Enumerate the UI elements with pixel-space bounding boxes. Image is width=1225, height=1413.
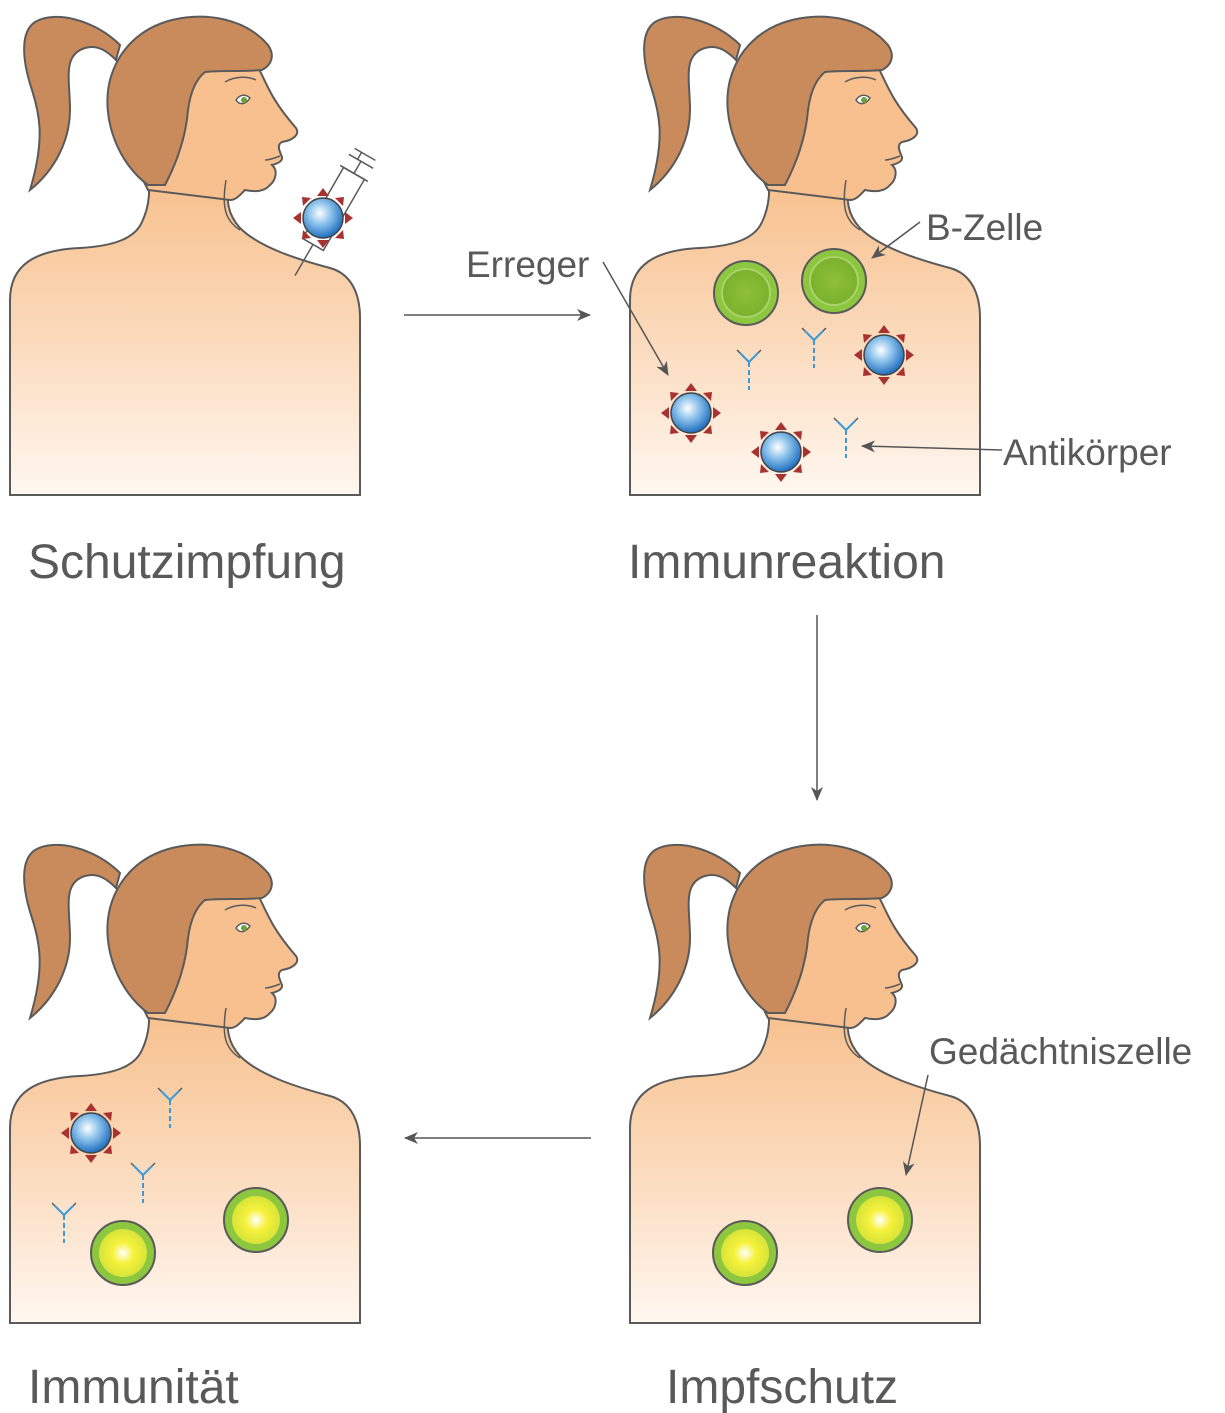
label-gedaechtniszelle: Gedächtniszelle — [929, 1031, 1192, 1072]
b-zelle-pointer — [871, 221, 921, 259]
b-cell — [713, 260, 779, 326]
woman-figure-1 — [9, 15, 361, 496]
memory-cell — [847, 1187, 913, 1253]
label-erreger: Erreger — [466, 244, 589, 285]
antikoerper-pointer — [861, 440, 1003, 453]
panel-impfschutz: Gedächtniszelle Impfschutz — [629, 843, 1192, 1413]
woman-figure-3 — [629, 843, 981, 1324]
b-cell — [801, 248, 867, 314]
memory-cell — [223, 1187, 289, 1253]
label-b-zelle: B-Zelle — [926, 207, 1043, 248]
panel-immunreaktion: Erreger B-Zelle Antikörper Immunreaktion — [466, 15, 1172, 589]
gedaechtniszelle-pointer — [902, 1074, 929, 1176]
caption-schutzimpfung: Schutzimpfung — [28, 536, 346, 589]
caption-immunreaktion: Immunreaktion — [628, 536, 945, 589]
woman-figure-4 — [9, 843, 361, 1324]
caption-immunitaet: Immunität — [28, 1361, 239, 1413]
syringe-icon — [294, 147, 376, 276]
memory-cell — [712, 1220, 778, 1286]
memory-cell — [90, 1220, 156, 1286]
erreger-pointer — [602, 261, 669, 376]
label-antikoerper: Antikörper — [1003, 432, 1172, 473]
panel-schutzimpfung: Schutzimpfung — [9, 15, 376, 589]
panel-immunitaet: Immunität — [9, 843, 361, 1413]
pathogen-icon — [292, 187, 354, 249]
caption-impfschutz: Impfschutz — [666, 1361, 898, 1413]
